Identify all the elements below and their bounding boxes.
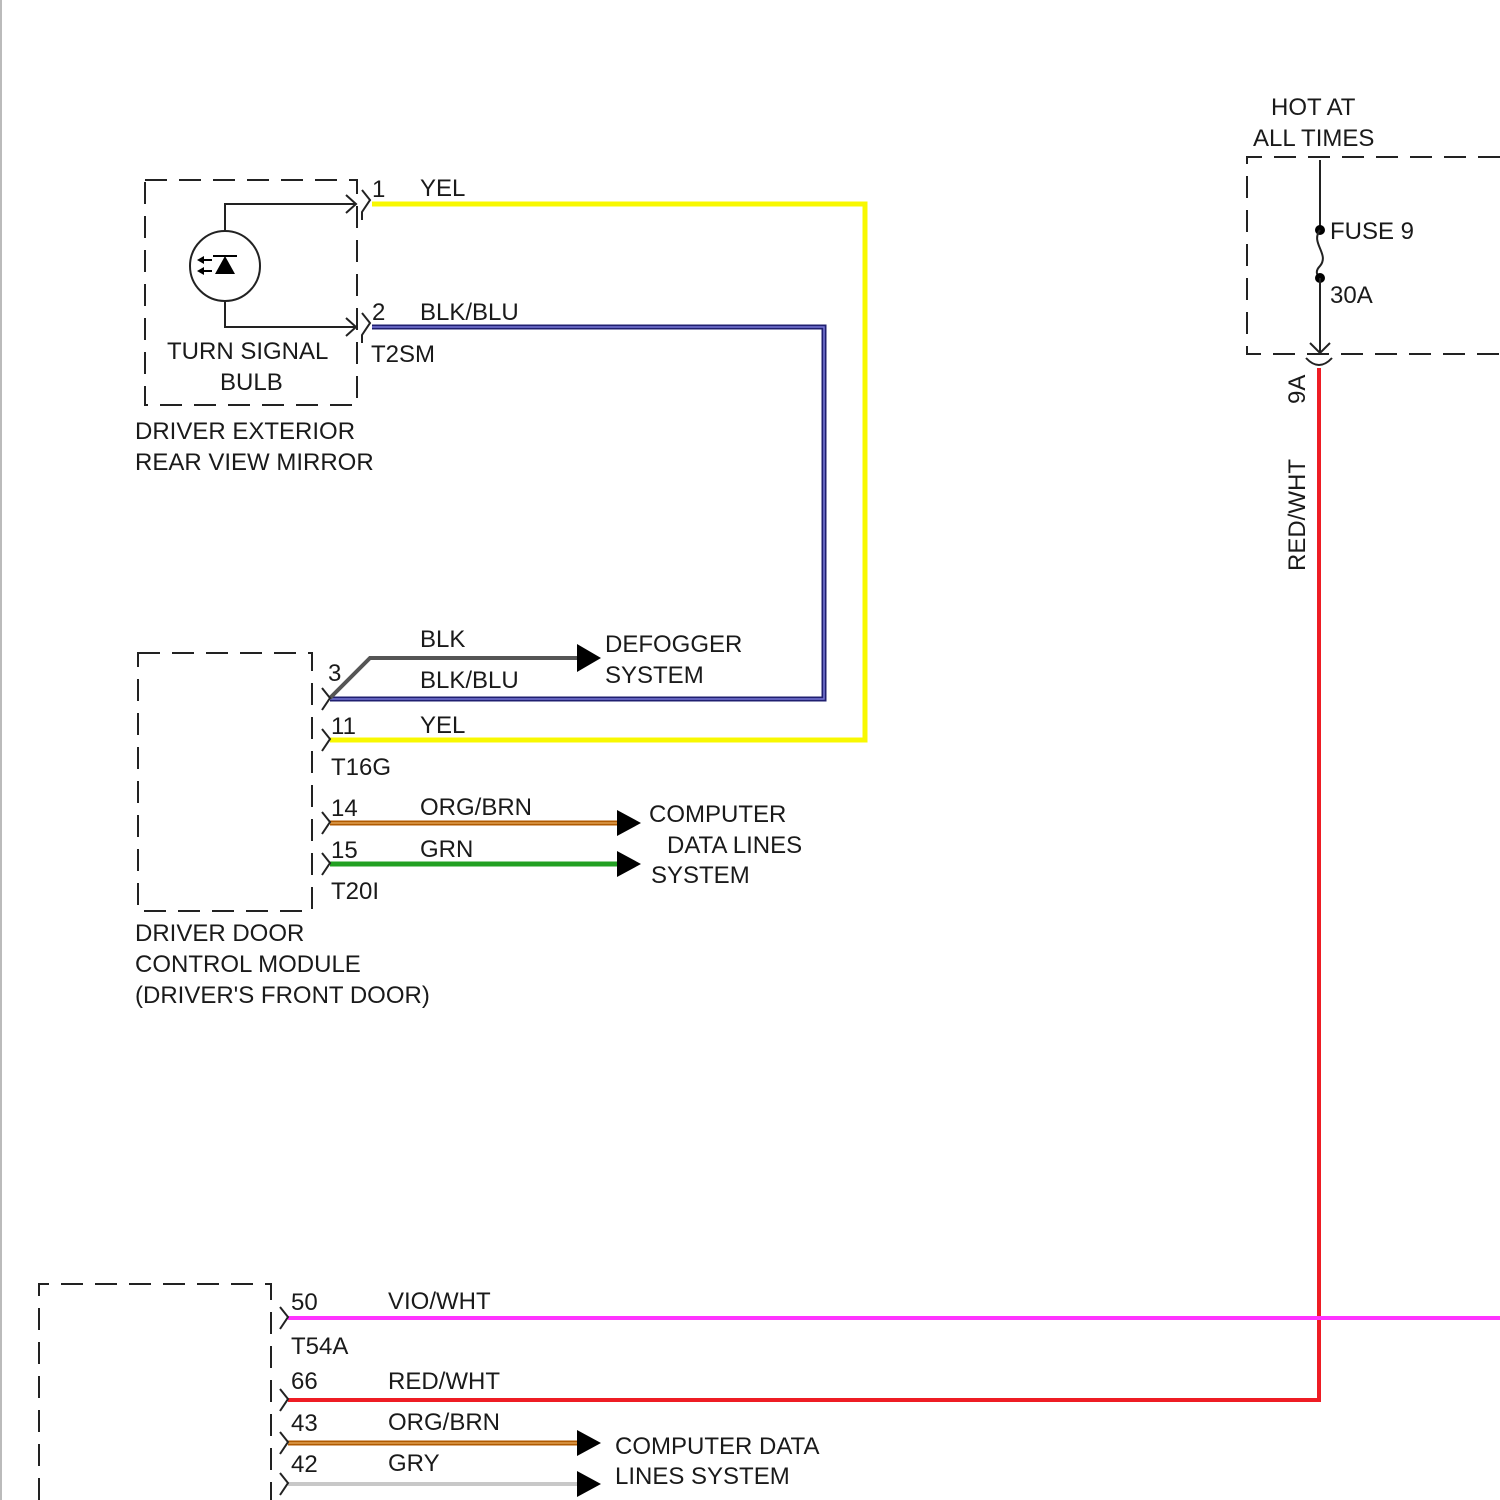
hot-at-label-line2: ALL TIMES bbox=[1253, 125, 1374, 152]
arrow-defogger bbox=[577, 644, 601, 672]
defogger-label-line1: DEFOGGER bbox=[605, 631, 742, 658]
cdl-label-line3: SYSTEM bbox=[651, 862, 750, 889]
bulb-lead-top bbox=[225, 204, 356, 231]
turn-signal-bulb-label-line2: BULB bbox=[220, 369, 283, 396]
fuse-box-outline bbox=[1247, 157, 1500, 354]
pin66-wire-label: RED/WHT bbox=[388, 1368, 500, 1395]
pin14-number: 14 bbox=[331, 795, 358, 822]
mirror-name-line1: DRIVER EXTERIOR bbox=[135, 418, 355, 445]
pin43-connector bbox=[280, 1432, 288, 1454]
pin15-wire-label: GRN bbox=[420, 836, 473, 863]
defogger-label-line2: SYSTEM bbox=[605, 662, 704, 689]
bulb-lead-bottom bbox=[225, 301, 356, 327]
pin43-number: 43 bbox=[291, 1410, 318, 1437]
fuse-name: FUSE 9 bbox=[1330, 218, 1414, 245]
pin66-connector bbox=[280, 1389, 288, 1411]
pin66-number: 66 bbox=[291, 1368, 318, 1395]
lower-module-outline bbox=[39, 1284, 271, 1500]
hot-at-label-line1: HOT AT bbox=[1271, 94, 1356, 121]
lower-cdl-label-line1: COMPUTER DATA bbox=[615, 1433, 819, 1460]
pin50-number: 50 bbox=[291, 1289, 318, 1316]
wire-blk-blu-tracer bbox=[330, 327, 824, 699]
pin2-connector bbox=[362, 313, 370, 343]
pin50-connector bbox=[280, 1307, 288, 1329]
pin-9a-connector bbox=[1306, 358, 1332, 365]
pin11-number: 11 bbox=[331, 713, 356, 740]
pin50-wire-label: VIO/WHT bbox=[388, 1288, 491, 1315]
door-module-name-line3: (DRIVER'S FRONT DOOR) bbox=[135, 982, 430, 1009]
pin42-number: 42 bbox=[291, 1451, 318, 1478]
mirror-name-line2: REAR VIEW MIRROR bbox=[135, 449, 374, 476]
turn-signal-bulb-label-line1: TURN SIGNAL bbox=[167, 338, 328, 365]
pin14-connector bbox=[322, 812, 330, 834]
lower-cdl-label-line2: LINES SYSTEM bbox=[615, 1463, 790, 1490]
cdl-label-line2: DATA LINES bbox=[667, 832, 802, 859]
pin1-wire-label: YEL bbox=[420, 175, 465, 202]
pin42-wire-label: GRY bbox=[388, 1450, 440, 1477]
door-module-name-line1: DRIVER DOOR bbox=[135, 920, 304, 947]
connector-t2sm: T2SM bbox=[371, 341, 435, 368]
pin3-number: 3 bbox=[328, 660, 341, 687]
blk-blu-wire-label: BLK/BLU bbox=[420, 667, 519, 694]
pin15-number: 15 bbox=[331, 837, 358, 864]
pin11-connector bbox=[322, 729, 330, 751]
connector-t54a: T54A bbox=[291, 1333, 348, 1360]
arrow-cdl-43 bbox=[577, 1430, 601, 1456]
pin-9a-label: 9A bbox=[1284, 375, 1311, 404]
bulb-diode-icon bbox=[215, 256, 235, 274]
bulb-light-arrows-icon bbox=[197, 256, 212, 275]
arrow-cdl-15 bbox=[617, 851, 641, 877]
pin42-connector bbox=[280, 1473, 288, 1495]
fuse-element bbox=[1317, 230, 1323, 278]
connector-t20i: T20I bbox=[331, 878, 379, 905]
wire-red-wht bbox=[288, 368, 1319, 1400]
arrow-cdl-42 bbox=[577, 1471, 601, 1497]
pin2-wire-label: BLK/BLU bbox=[420, 299, 519, 326]
blk-wire-label: BLK bbox=[420, 626, 465, 653]
connector-t16g: T16G bbox=[331, 754, 391, 781]
pin11-wire-label: YEL bbox=[420, 712, 465, 739]
pin1-number: 1 bbox=[372, 176, 385, 203]
pin43-wire-label: ORG/BRN bbox=[388, 1409, 500, 1436]
arrow-cdl-14 bbox=[617, 810, 641, 836]
pin3-connector bbox=[322, 688, 330, 710]
door-module-name-line2: CONTROL MODULE bbox=[135, 951, 361, 978]
door-module-outline bbox=[138, 653, 312, 911]
cdl-label-line1: COMPUTER bbox=[649, 801, 786, 828]
red-wht-vertical-label: RED/WHT bbox=[1284, 459, 1311, 571]
pin15-connector bbox=[322, 853, 330, 875]
wire-blk-blu bbox=[330, 327, 824, 699]
pin1-connector bbox=[362, 190, 370, 220]
fuse-rating: 30A bbox=[1330, 282, 1373, 309]
pin2-number: 2 bbox=[372, 299, 385, 326]
pin14-wire-label: ORG/BRN bbox=[420, 794, 532, 821]
